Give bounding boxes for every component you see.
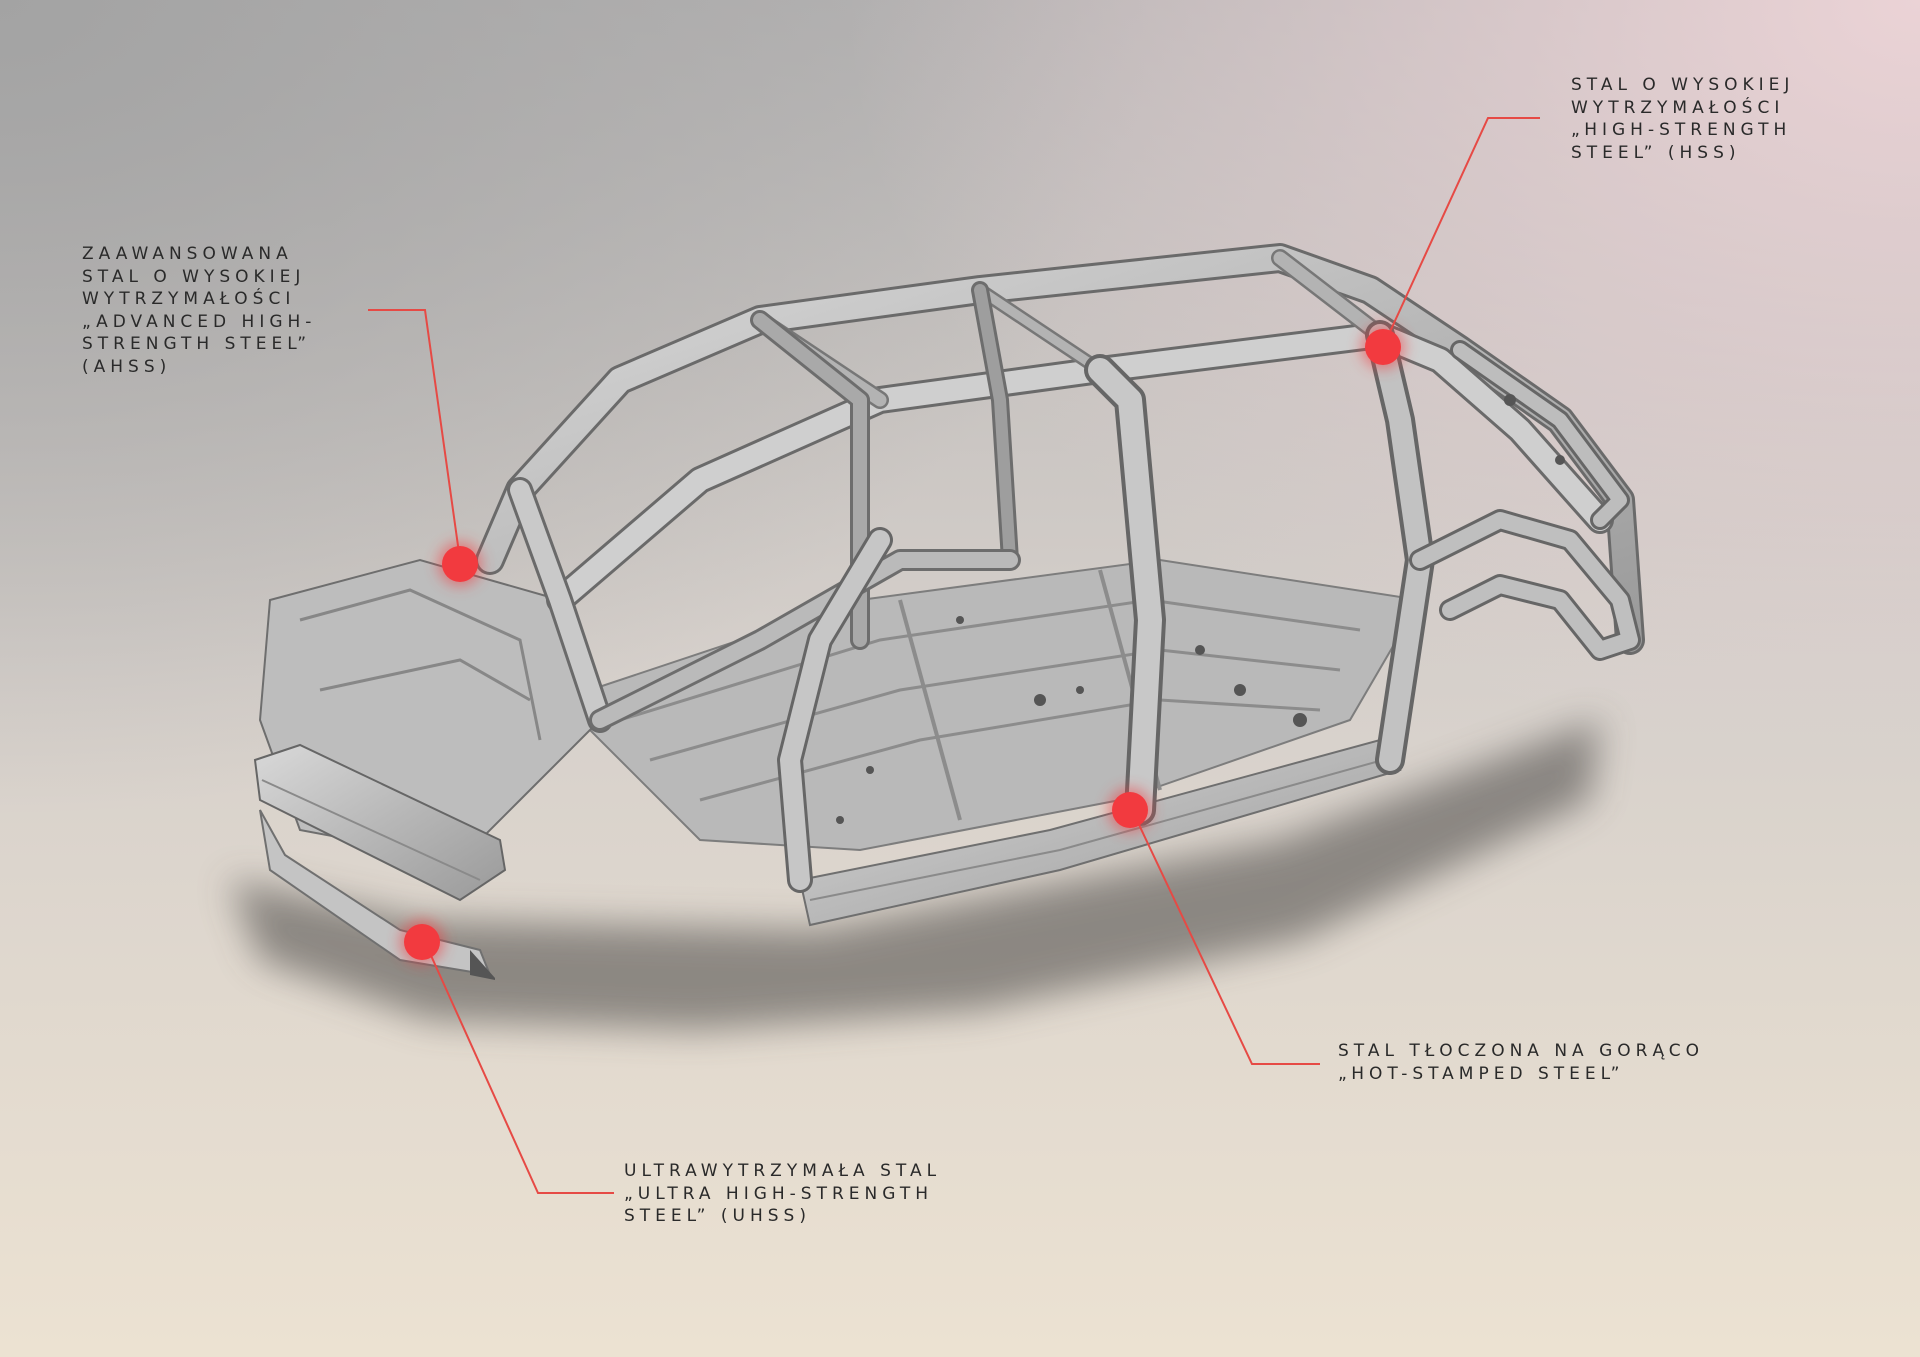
callout-hot-stamped-label: STAL TŁOCZONA NA GORĄCO „HOT-STAMPED STE… — [1338, 1040, 1704, 1085]
callout-hot-stamped-line-2: „HOT-STAMPED STEEL” — [1338, 1063, 1625, 1084]
ground-shadow — [230, 720, 1600, 1030]
callout-hss-line-4: STEEL” (HSS) — [1571, 142, 1741, 163]
floor-pan — [558, 558, 1422, 852]
marker-uhss — [400, 920, 444, 964]
callout-hss-line-2: WYTRZYMAŁOŚCI — [1571, 97, 1785, 118]
callout-uhss-line-1: ULTRAWYTRZYMAŁA STAL — [624, 1161, 942, 1181]
marker-hss — [1361, 325, 1405, 369]
callout-ahss-line-1: ZAAWANSOWANA — [82, 244, 293, 264]
panel-holes — [836, 394, 1565, 824]
callout-hss-line-1: STAL O WYSOKIEJ — [1571, 75, 1795, 95]
leader-ahss — [368, 309, 461, 561]
callout-uhss-label: ULTRAWYTRZYMAŁA STAL „ULTRA HIGH-STRENGT… — [624, 1160, 941, 1228]
leader-lines — [368, 117, 1540, 1194]
marker-hot-stamped — [1108, 788, 1152, 832]
leader-hot — [1132, 811, 1320, 1065]
callout-ahss-line-2: STAL O WYSOKIEJ — [82, 266, 306, 287]
callout-ahss-label: ZAAWANSOWANA STAL O WYSOKIEJ WYTRZYMAŁOŚ… — [82, 243, 316, 378]
front-structure — [253, 558, 602, 980]
callout-uhss-line-2: „ULTRA HIGH-STRENGTH — [624, 1183, 933, 1204]
body-frame — [475, 243, 1645, 893]
marker-ahss — [438, 542, 482, 586]
callout-uhss-line-3: STEEL” (UHSS) — [624, 1206, 811, 1226]
leader-uhss — [423, 939, 614, 1194]
callout-ahss-line-6: (AHSS) — [82, 356, 172, 377]
callout-hss-label: STAL O WYSOKIEJ WYTRZYMAŁOŚCI „HIGH-STRE… — [1571, 74, 1794, 164]
callout-ahss-line-4: „ADVANCED HIGH- — [82, 311, 317, 332]
callout-hot-stamped-line-1: STAL TŁOCZONA NA GORĄCO — [1338, 1041, 1705, 1061]
callout-ahss-line-3: WYTRZYMAŁOŚCI — [82, 289, 296, 309]
leader-hss — [1382, 117, 1540, 348]
material-markers — [400, 325, 1405, 964]
callout-hss-line-3: „HIGH-STRENGTH — [1571, 120, 1792, 140]
callout-ahss-line-5: STRENGTH STEEL” — [82, 334, 312, 354]
